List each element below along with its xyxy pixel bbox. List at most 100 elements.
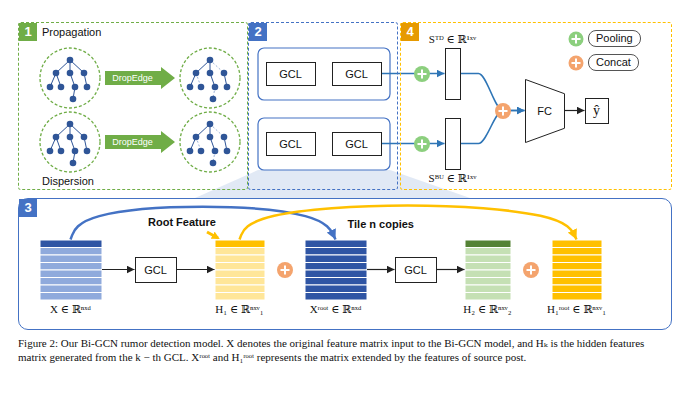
- fc-layer: FC: [525, 79, 565, 143]
- legend-label: Pooling: [588, 30, 641, 47]
- box-label: GCL: [345, 138, 368, 150]
- gcl-box: GCL: [332, 62, 382, 86]
- matrix-row: [465, 292, 511, 300]
- tree-caption: Propagation: [40, 26, 103, 39]
- matrix-rows: [305, 240, 367, 300]
- pooling-symbol: [414, 136, 430, 152]
- matrix-rows: [40, 240, 102, 300]
- matrix-row: [552, 240, 602, 248]
- legend-row: Pooling: [568, 30, 641, 47]
- pooling-symbol: [414, 66, 430, 82]
- connector-arrow: [437, 269, 465, 270]
- matrix-row: [40, 240, 102, 248]
- concat-symbol: [277, 262, 293, 278]
- connector-arrow: [565, 110, 585, 111]
- matrix-row: [40, 285, 102, 293]
- matrix-row: [40, 255, 102, 263]
- tree-caption: Dispersion: [40, 175, 96, 188]
- matrix-row: [215, 255, 265, 263]
- matrix-row: [40, 277, 102, 285]
- panel-number: 1: [19, 23, 37, 41]
- matrix-row: [465, 262, 511, 270]
- connector-arrow: [367, 269, 395, 270]
- matrix-row: [305, 292, 367, 300]
- matrix-row: [552, 285, 602, 293]
- arrow-shape: [105, 131, 175, 153]
- feature-matrix: H₂ ∈ ℝⁿˣᵛ₂: [465, 240, 511, 300]
- shape-label: H₂ ∈ ℝⁿˣᵛ₂: [463, 303, 511, 316]
- matrix-row: [305, 285, 367, 293]
- shape-label: Sᵀᴰ ∈ ℝ¹ˣᵛ: [429, 33, 476, 46]
- matrix-row: [40, 247, 102, 255]
- connector-arrow: [177, 269, 215, 270]
- feature-matrix: H₁ʳᵒᵒᵗ ∈ ℝⁿˣᵛ₁: [552, 240, 602, 300]
- matrix-row: [40, 292, 102, 300]
- dispersion-tree: [180, 112, 240, 172]
- matrix-row: [465, 270, 511, 278]
- matrix-row: [40, 262, 102, 270]
- stage-panel: 1DropEdgeDropEdge: [18, 22, 248, 190]
- edge-label: Tile n copies: [346, 218, 416, 231]
- matrix-rows: [465, 240, 511, 300]
- box-label: GCL: [279, 138, 302, 150]
- gcl-group: [258, 48, 390, 100]
- connector-arrow: [382, 143, 445, 145]
- panel-number: 2: [249, 23, 267, 41]
- gcl-box: GCL: [135, 257, 177, 283]
- matrix-row: [215, 262, 265, 270]
- matrix-row: [552, 277, 602, 285]
- leader-arrow: [207, 232, 218, 238]
- box-label: GCL: [345, 68, 368, 80]
- stage-panel: 2GCL GCL GCL GCL: [248, 22, 398, 190]
- gcl-box: GCL: [266, 132, 316, 156]
- matrix-row: [305, 277, 367, 285]
- matrix-row: [465, 277, 511, 285]
- matrix-row: [465, 255, 511, 263]
- matrix-row: [552, 247, 602, 255]
- panel-number: 3: [19, 199, 37, 217]
- gcl-box: GCL: [332, 132, 382, 156]
- legend-swatch: [568, 31, 584, 47]
- box-label: FC: [537, 105, 552, 117]
- connector-arrow: [382, 73, 445, 75]
- matrix-rows: [552, 240, 602, 300]
- feature-matrix: Xʳᵒᵒᵗ ∈ ℝⁿˣᵈ: [305, 240, 367, 300]
- gcl-group: [258, 118, 390, 170]
- output-box: ŷ: [585, 98, 609, 124]
- matrix-row: [305, 255, 367, 263]
- dispersion-tree: [40, 112, 100, 172]
- propagation-tree: [40, 48, 100, 108]
- matrix-row: [305, 262, 367, 270]
- trapezoid-shape: [525, 79, 564, 142]
- stage-panel: 4Sᵀᴰ ∈ ℝ¹ˣᵛSᴮᵁ ∈ ℝ¹ˣᵛFCŷ: [400, 22, 672, 190]
- legend-row: Concat: [568, 54, 639, 71]
- callout-label: Root Feature: [146, 216, 218, 229]
- gcl-box: GCL: [395, 257, 437, 283]
- gcl-box: GCL: [266, 62, 316, 86]
- shape-label: H₁ ∈ ℝⁿˣᵛ₁: [215, 303, 263, 316]
- matrix-row: [215, 247, 265, 255]
- matrix-rows: [215, 240, 265, 300]
- matrix-row: [305, 270, 367, 278]
- vector-box: Sᵀᴰ ∈ ℝ¹ˣᵛ: [445, 48, 461, 100]
- shape-label: H₁ʳᵒᵒᵗ ∈ ℝⁿˣᵛ₁: [547, 303, 606, 316]
- matrix-row: [465, 247, 511, 255]
- matrix-row: [215, 277, 265, 285]
- matrix-row: [552, 292, 602, 300]
- matrix-row: [40, 270, 102, 278]
- concat-symbol: [495, 103, 511, 119]
- matrix-row: [552, 255, 602, 263]
- box-label: ŷ: [593, 103, 600, 119]
- matrix-row: [465, 240, 511, 248]
- legend-swatch: [568, 55, 584, 71]
- figure-caption: Figure 2: Our Bi-GCN rumor detection mod…: [18, 336, 672, 364]
- arrow-label: DropEdge: [105, 67, 161, 89]
- dropedge-arrow: DropEdge: [105, 67, 175, 89]
- matrix-row: [552, 262, 602, 270]
- box-label: GCL: [404, 264, 427, 276]
- matrix-row: [305, 240, 367, 248]
- box-label: GCL: [144, 264, 167, 276]
- feature-matrix: X ∈ ℝⁿˣᵈ: [40, 240, 102, 300]
- box-label: GCL: [279, 68, 302, 80]
- connector-arrow: [240, 206, 577, 240]
